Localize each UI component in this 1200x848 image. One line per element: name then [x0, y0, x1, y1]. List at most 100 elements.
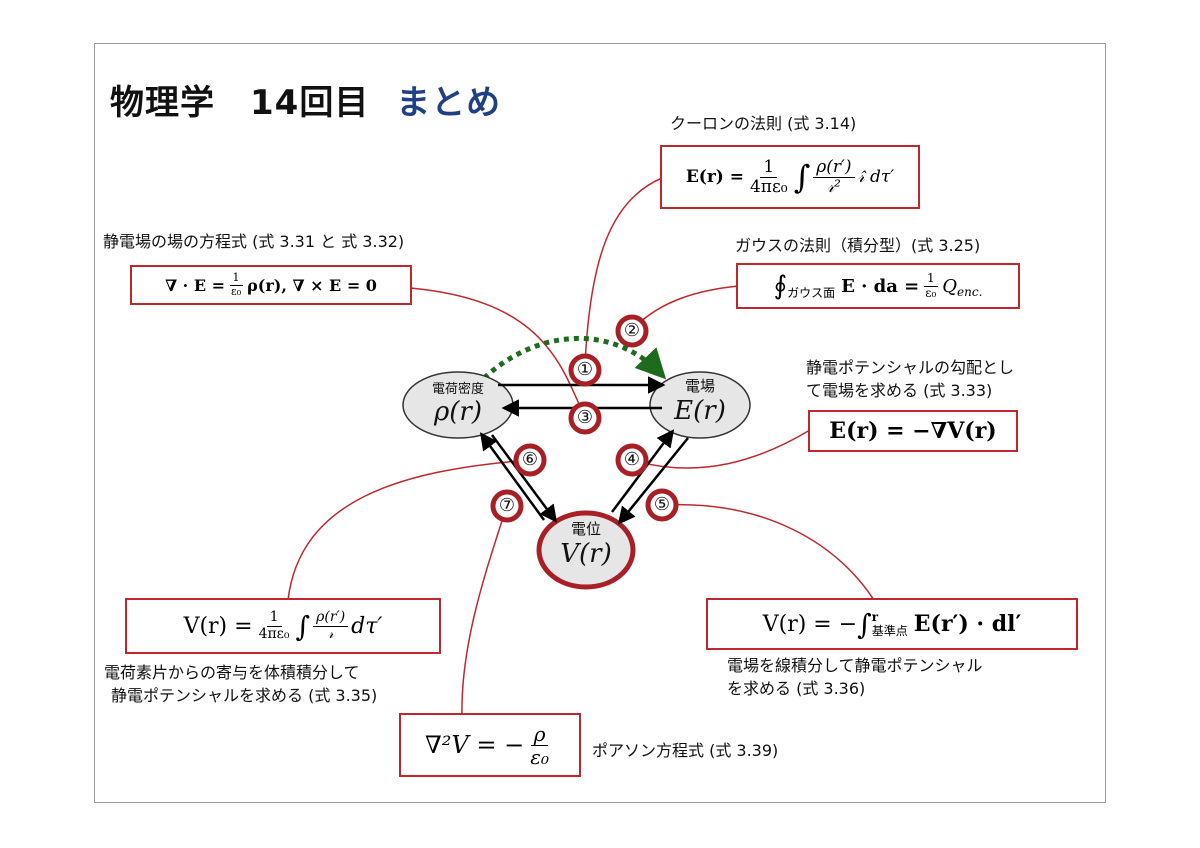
connector-lines: [287, 177, 881, 719]
field-eq-part2: ρ(r), ∇ × E = 0: [247, 275, 377, 295]
field-eq-caption: 静電場の場の方程式 (式 3.31 と 式 3.32): [103, 232, 405, 251]
connector-1: [584, 177, 663, 366]
li-integral: ∫: [857, 607, 872, 641]
li-lower: 基準点: [871, 624, 908, 638]
marker-6-label: ⑥: [521, 449, 539, 470]
connector-5: [661, 503, 881, 611]
marker-1: [568, 353, 602, 387]
gauss-tail-sub: enc.: [957, 285, 983, 299]
coulomb-frac-den: 4πε₀: [749, 176, 788, 197]
pfc-integral: ∫: [295, 609, 311, 643]
node-potential-symbol: V(r): [560, 539, 612, 569]
arrow-rho-to-v: [490, 434, 558, 523]
connector-7: [461, 504, 508, 719]
gauss-body: E · da =: [841, 275, 920, 297]
coulomb-int-num: ρ(r′): [813, 158, 855, 178]
marker-3-label: ③: [576, 407, 594, 428]
line-integral-box: V(r) = − ∫ r 基準点 E(r′) · dl′: [706, 598, 1078, 650]
coulomb-caption: クーロンの法則 (式 3.14): [670, 114, 857, 133]
node-rho-text: 電荷密度 ρ(r): [403, 378, 513, 427]
pfc-int-den: 𝓇: [327, 625, 334, 642]
field-eq-frac-num: 1: [229, 272, 243, 286]
marker-7-label: ⑦: [498, 495, 516, 516]
pfc-frac-den: 4πε₀: [258, 625, 290, 642]
pfc-frac-num: 1: [266, 609, 282, 627]
connector-4: [631, 429, 811, 469]
gradient-equation-box: E(r) = −∇V(r): [808, 410, 1018, 452]
poisson-caption: ポアソン方程式 (式 3.39): [592, 741, 779, 760]
marker-5: [645, 488, 679, 522]
field-eq-fraction: 1 ε₀: [228, 272, 244, 297]
connector-6: [287, 459, 531, 601]
connector-2: [631, 285, 739, 331]
li-caption-1: 電場を線積分して静電ポテンシャル: [727, 656, 983, 675]
gradient-caption-1: 静電ポテンシャルの勾配とし: [806, 358, 1015, 377]
gauss-equation-box: ∮ ガウス面 E · da = 1 ε₀ Q enc.: [736, 263, 1020, 309]
marker-6: [513, 443, 547, 477]
gauss-frac-den: ε₀: [925, 285, 937, 300]
pfc-fraction: 1 4πε₀: [256, 609, 293, 642]
node-potential-label: 電位: [570, 520, 601, 538]
coulomb-integral: ∫: [793, 158, 811, 196]
pfc-int-num: ρ(r′): [313, 609, 349, 627]
marker-5-label: ⑤: [653, 494, 671, 515]
marker-1-label: ①: [576, 359, 594, 380]
coulomb-int-den: 𝓇²: [826, 176, 841, 197]
field-eq-box: ∇ · E = 1 ε₀ ρ(r), ∇ × E = 0: [130, 265, 412, 305]
marker-3: [568, 401, 602, 435]
li-lhs: V(r) = −: [762, 611, 858, 637]
li-limits: r 基準点: [872, 610, 908, 638]
potential-from-charge-box: V(r) = 1 4πε₀ ∫ ρ(r′) 𝓇 dτ′: [125, 598, 441, 654]
dotted-arrow-coulomb: [475, 335, 667, 387]
pfc-integrand: ρ(r′) 𝓇: [313, 609, 349, 642]
field-eq-part1: ∇ · E =: [165, 275, 225, 295]
gauss-frac-num: 1: [923, 272, 938, 287]
node-efield: [649, 371, 751, 439]
gauss-integral: ∮: [773, 271, 788, 301]
node-efield-text: 電場 E(r): [650, 375, 750, 426]
title-main: 物理学 14回目: [110, 83, 370, 123]
gauss-fraction: 1 ε₀: [922, 272, 939, 299]
li-caption-2: を求める (式 3.36): [727, 679, 866, 698]
marker-7: [490, 489, 524, 523]
title-accent: まとめ: [396, 83, 502, 123]
poisson-lhs: ∇²V = −: [425, 731, 525, 759]
pfc-caption-1: 電荷素片からの寄与を体積積分して: [104, 663, 360, 682]
coulomb-fraction: 1 4πε₀: [747, 158, 791, 196]
field-eq-frac-den: ε₀: [231, 284, 242, 298]
pfc-lhs: V(r) =: [183, 613, 253, 639]
poisson-fraction: ρ ε₀: [527, 723, 552, 768]
arrow-e-to-v: [617, 437, 689, 525]
marker-4: [615, 443, 649, 477]
li-upper: r: [871, 610, 879, 624]
node-potential: [536, 510, 636, 590]
pfc-caption-2: 静電ポテンシャルを求める (式 3.35): [111, 686, 378, 705]
node-rho-label: 電荷密度: [431, 382, 484, 397]
node-rho-symbol: ρ(r): [433, 397, 482, 427]
gradient-caption-2: て電場を求める (式 3.33): [806, 381, 993, 400]
coulomb-tail: 𝓇̂ dτ′: [857, 167, 895, 187]
marker-2: [615, 314, 649, 348]
gauss-caption: ガウスの法則（積分型）(式 3.25): [735, 236, 981, 255]
node-potential-text: 電位 V(r): [539, 518, 633, 569]
li-tail: E(r′) · dl′: [913, 611, 1022, 637]
pfc-tail: dτ′: [351, 613, 383, 639]
marker-2-label: ②: [623, 320, 641, 341]
coulomb-frac-num: 1: [760, 158, 778, 178]
marker-4-label: ④: [623, 449, 641, 470]
markers: [490, 314, 679, 523]
slide-title: 物理学 14回目 まとめ: [110, 75, 501, 124]
poisson-frac-den: ε₀: [530, 744, 549, 769]
gauss-subscript: ガウス面: [787, 286, 836, 300]
node-efield-symbol: E(r): [674, 396, 726, 426]
coulomb-integrand: ρ(r′) 𝓇²: [813, 158, 855, 197]
coulomb-lhs: E(r) =: [685, 167, 744, 187]
node-efield-label: 電場: [684, 377, 715, 395]
poisson-box: ∇²V = − ρ ε₀: [399, 713, 581, 777]
arrow-v-to-rho: [479, 432, 546, 521]
gradient-formula: E(r) = −∇V(r): [829, 418, 997, 444]
coulomb-equation-box: E(r) = 1 4πε₀ ∫ ρ(r′) 𝓇² 𝓇̂ dτ′: [660, 145, 920, 209]
connector-3: [409, 287, 586, 419]
gauss-tail: Q: [942, 275, 958, 297]
